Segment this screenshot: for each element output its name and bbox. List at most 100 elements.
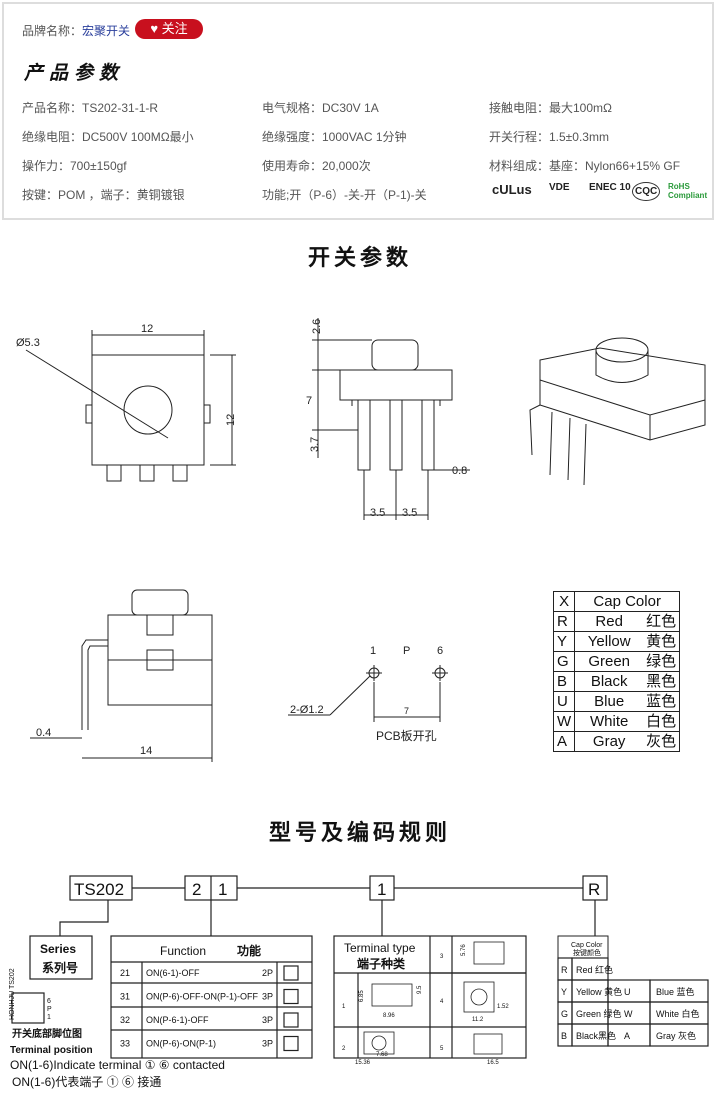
- color-code: R: [561, 965, 568, 975]
- color-name: Black: [574, 671, 644, 692]
- enec-cert-logo: ENEC 10: [589, 182, 631, 193]
- color-code: U: [624, 987, 631, 997]
- function-poles: 3P: [262, 992, 273, 1002]
- function-code: 32: [120, 1015, 130, 1025]
- param-item: 接触电阻：最大100mΩ: [489, 101, 612, 115]
- color-code: A: [552, 731, 576, 752]
- cap-color-small-title: Cap Color: [571, 942, 603, 949]
- color-name: Green 绿色: [576, 1008, 622, 1019]
- series-label: Series: [40, 942, 76, 956]
- function-title: Function: [160, 944, 206, 958]
- code-function-2: 1: [218, 880, 227, 899]
- chip-pin-6: 6: [47, 998, 51, 1005]
- code-terminal: 1: [377, 880, 386, 899]
- dim-pitch-2: 3.5: [402, 507, 417, 519]
- function-desc: ON(P-6)-ON(P-1): [146, 1039, 216, 1049]
- dim-cap-diameter: Ø5.3: [16, 337, 40, 349]
- rohs-cert-logo: RoHS Compliant: [668, 182, 708, 200]
- terminal-type-2: 2: [342, 1046, 346, 1052]
- function-desc: ON(P-6)-OFF-ON(P-1)-OFF: [146, 992, 258, 1002]
- function-poles: 3P: [262, 1039, 273, 1049]
- param-item: 使用寿命：20,000次: [262, 159, 371, 173]
- color-name: White: [574, 711, 644, 732]
- color-code: B: [552, 671, 576, 692]
- dim-hole: 2-Ø1.2: [290, 704, 324, 716]
- color-code: G: [552, 651, 576, 672]
- function-poles: 2P: [262, 968, 273, 978]
- param-item: 绝缘强度：1000VAC 1分钟: [262, 130, 407, 144]
- dim-112: 11.2: [472, 1017, 484, 1023]
- vde-cert-logo: VDE: [549, 182, 570, 193]
- color-name-cn: 黄色: [643, 631, 681, 652]
- dim-cap-height: 2.6: [311, 319, 323, 334]
- dim-body-height: 7: [306, 395, 312, 407]
- dim-pin-width: 0.8: [452, 465, 467, 477]
- code-function-1: 2: [192, 880, 201, 899]
- ul-cert-logo: cULus: [492, 182, 532, 197]
- section-title-coding-rules: 型号及编码规则: [268, 820, 451, 845]
- dim-width: 12: [141, 323, 153, 335]
- dimension-drawings: Ø5.3 12 12 2.6 7 3.7 0.8 3.5 3.5 0.4: [16, 318, 706, 762]
- param-item: 材料组成：基座：Nylon66+15% GF: [489, 159, 681, 173]
- dim-terminal-thickness: 0.4: [36, 727, 51, 739]
- dim-152: 1.52: [497, 1004, 509, 1010]
- function-symbol-icon: [283, 965, 299, 981]
- color-code: A: [624, 1031, 630, 1041]
- chip-pin-p: P: [47, 1006, 52, 1013]
- dim-768: 7.68: [376, 1052, 388, 1058]
- color-code: W: [552, 711, 576, 732]
- terminal-position-cn: 开关底部脚位图: [12, 1027, 82, 1040]
- color-name-cn: 红色: [643, 611, 681, 632]
- function-title-cn: 功能: [237, 943, 261, 958]
- function-symbol-icon: [283, 1012, 299, 1028]
- color-name: Blue: [574, 691, 644, 712]
- function-code: 31: [120, 992, 130, 1002]
- function-symbol-icon: [283, 1035, 299, 1052]
- function-poles: 3P: [262, 1015, 273, 1025]
- cap-color-small-title-cn: 按键颜色: [573, 948, 601, 957]
- params-title: 产品参数: [24, 62, 125, 84]
- dim-95: 9.5: [417, 985, 423, 994]
- pin-label-6: 6: [437, 645, 443, 657]
- chip-pin-1: 1: [47, 1014, 51, 1021]
- terminal-type-5: 5: [440, 1046, 444, 1052]
- brand: 品牌名称：宏聚开关: [22, 22, 130, 39]
- color-name-cn: 蓝色: [643, 691, 681, 712]
- header-color: Cap Color: [574, 591, 681, 612]
- terminal-type-3: 3: [440, 954, 444, 960]
- terminal-position-en: Terminal position: [10, 1045, 93, 1056]
- series-label-cn: 系列号: [42, 960, 78, 975]
- color-code: B: [561, 1031, 567, 1041]
- function-code: 21: [120, 968, 130, 978]
- function-desc: ON(6-1)-OFF: [146, 968, 200, 978]
- color-code: U: [552, 691, 576, 712]
- color-name: Green: [574, 651, 644, 672]
- brand-link[interactable]: 宏聚开关: [82, 24, 131, 38]
- color-name: Red 红色: [576, 964, 613, 975]
- color-code: G: [561, 1009, 568, 1019]
- function-desc: ON(P-6-1)-OFF: [146, 1015, 209, 1025]
- isometric-view-drawing: [529, 337, 706, 486]
- dim-length: 14: [140, 745, 152, 757]
- color-name: Gray 灰色: [656, 1030, 696, 1041]
- terminal-note-en: ON(1-6)Indicate terminal ① ⑥ contacted: [10, 1058, 225, 1072]
- color-name: Black黑色: [576, 1030, 616, 1041]
- cqc-cert-logo: CQC: [632, 182, 661, 201]
- dim-685: 6.85: [359, 990, 365, 1002]
- color-name-cn: 白色: [643, 711, 681, 732]
- chip-label: HONHJU TS202: [9, 968, 16, 1020]
- color-code: W: [624, 1009, 633, 1019]
- dim-576: 5.76: [461, 944, 467, 956]
- param-item: 产品名称：TS202-31-1-R: [22, 101, 159, 115]
- terminal-type-4: 4: [440, 999, 444, 1005]
- color-name: White 白色: [656, 1008, 700, 1019]
- follow-button[interactable]: ♥ 关注: [135, 19, 203, 39]
- front-view-drawing: Ø5.3 12 12: [16, 323, 237, 482]
- color-name: Blue 蓝色: [656, 986, 695, 997]
- terminal-note-cn: ON(1-6)代表端子 ① ⑥ 接通: [12, 1074, 161, 1089]
